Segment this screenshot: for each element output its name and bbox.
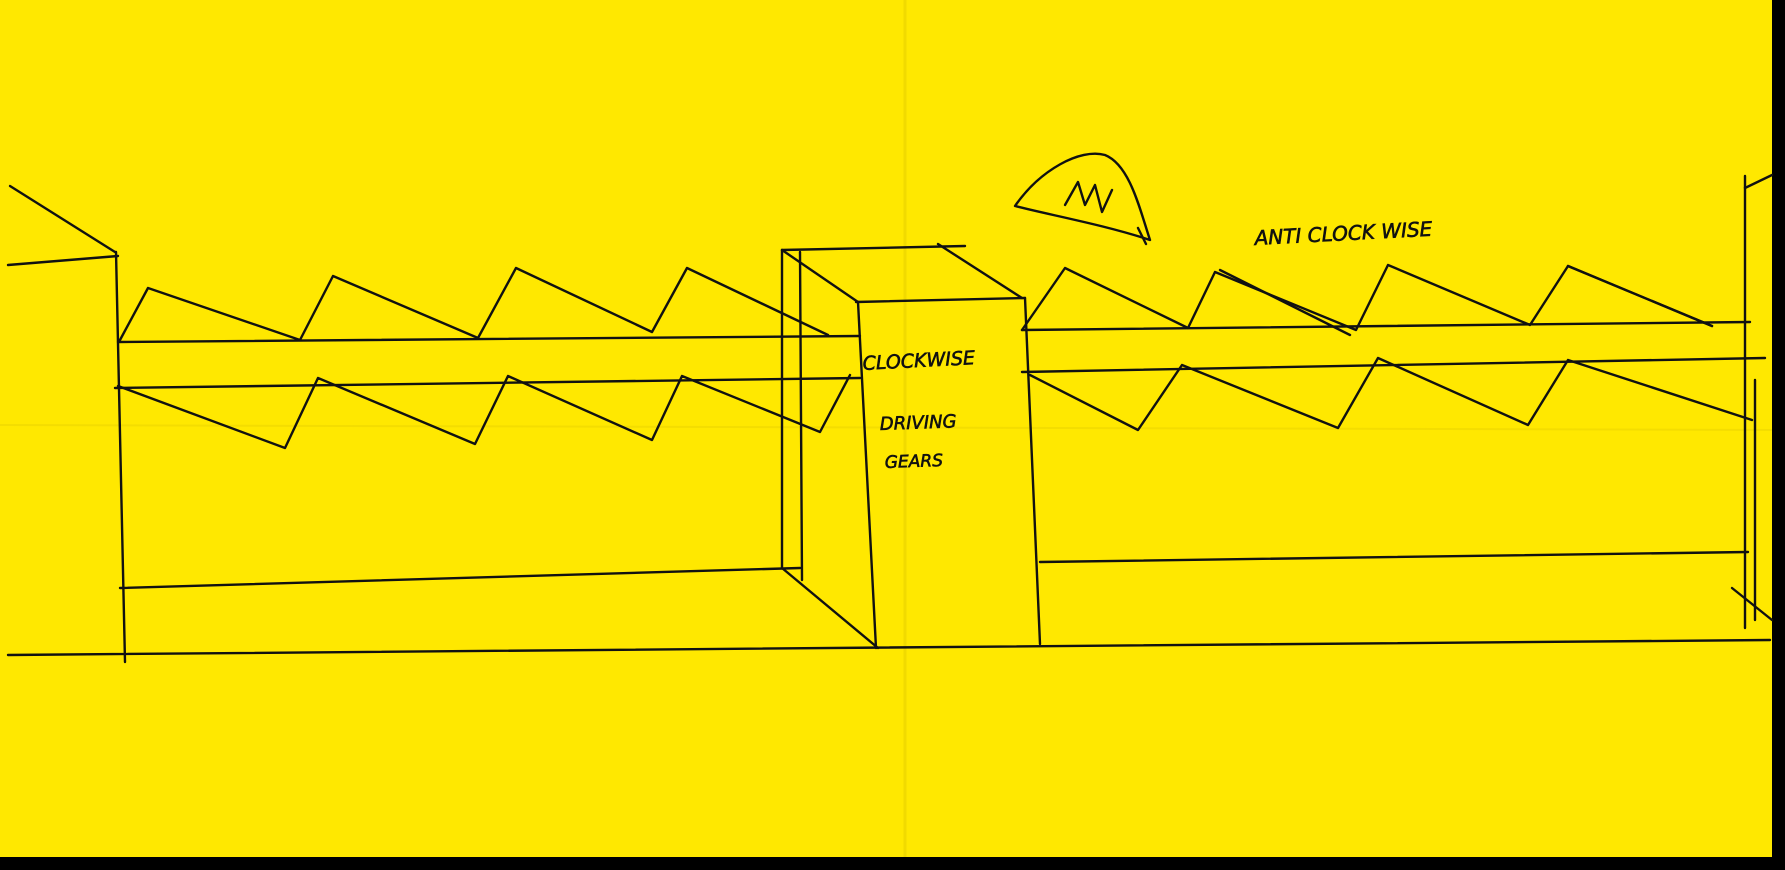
left-screw-thread-upper: [118, 266, 830, 342]
scan-bottom-edge: [0, 857, 1785, 865]
right-thread-overstroke-a: [1218, 268, 1352, 337]
gearbox-left-face: [780, 248, 880, 650]
right-frame-base: [1038, 550, 1750, 564]
left-frame-base: [118, 566, 802, 590]
gears-label: GEARS: [884, 451, 943, 473]
ink-drawing: [6, 152, 1774, 664]
ground-line: [6, 638, 1772, 657]
right-screw-thread-upper: [1020, 263, 1714, 332]
right-screw-thread-lower: [1028, 356, 1754, 432]
left-shaft-bottom: [113, 376, 862, 390]
gearbox-top-left-edge: [780, 248, 860, 304]
gearbox-front-right: [1023, 296, 1042, 646]
motor-scribble-icon: [1013, 152, 1152, 242]
motor-scribble-tick: [1136, 226, 1148, 246]
scan-right-edge: [1772, 0, 1785, 865]
gearbox-top-back: [780, 244, 967, 252]
gearbox-front-left: [856, 300, 878, 650]
right-thread-overstroke-b: [1566, 264, 1714, 328]
right-frame-top-tick: [1743, 173, 1774, 190]
right-shaft-top: [1020, 320, 1752, 332]
motor-scribble-icon-inner: [1063, 180, 1114, 214]
left-shaft-top: [116, 334, 862, 344]
left-screw-thread-lower: [116, 373, 852, 450]
left-frame-inner-upright: [798, 250, 804, 582]
left-roof-line: [8, 184, 117, 254]
paper-fold-horizontal: [0, 424, 1785, 431]
driving-label: DRIVING: [879, 411, 956, 435]
gearbox-top-right: [936, 242, 1024, 300]
left-frame-upright: [114, 250, 127, 664]
right-frame-bottom-tick: [1730, 586, 1774, 622]
left-stub-line: [6, 254, 120, 267]
gearbox-front-top: [854, 296, 1027, 304]
